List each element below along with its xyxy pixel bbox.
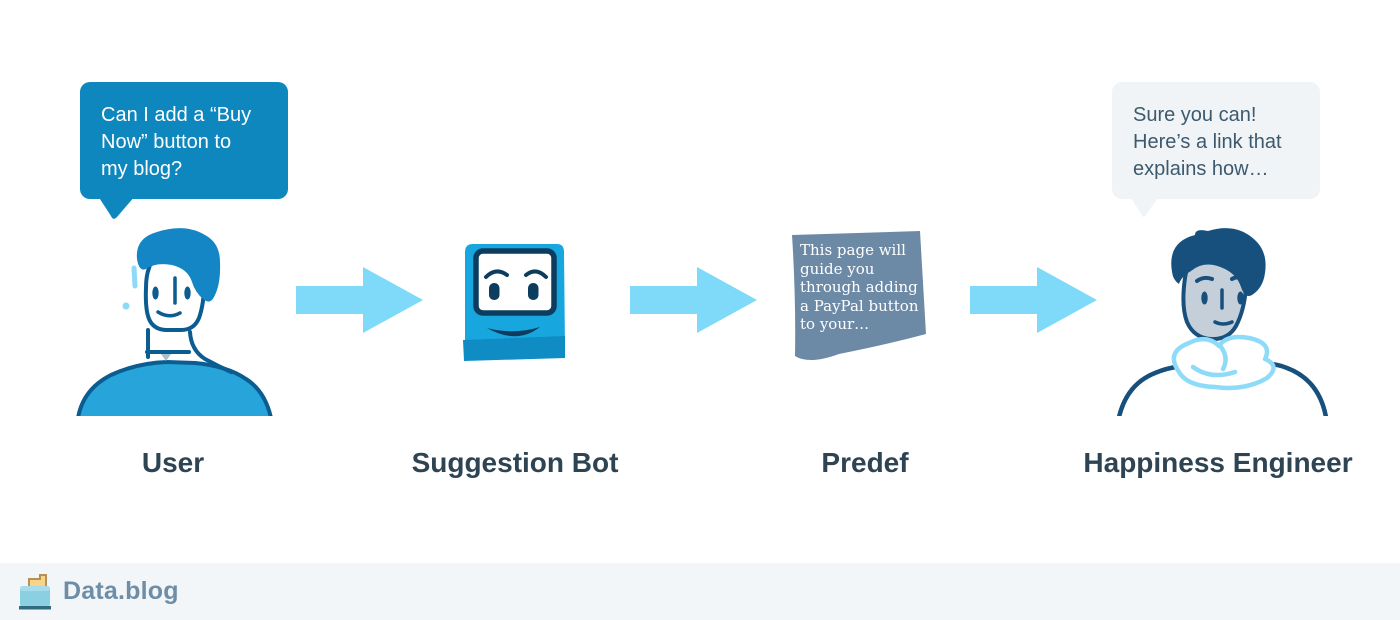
engineer-right-shoulder (1266, 361, 1329, 416)
user-shirt (76, 359, 273, 416)
label-happiness-engineer: Happiness Engineer (1083, 447, 1353, 478)
footer-bar: Data.blog (0, 563, 1400, 620)
engineer-bubble-tail (1130, 196, 1159, 217)
toaster-base (19, 605, 51, 609)
user-character-icon (76, 228, 273, 416)
flow-arrow-icon (630, 267, 757, 333)
flow-arrow-icon (970, 267, 1097, 333)
label-predef: Predef (821, 447, 909, 478)
engineer-speech-bubble: Sure you can! Here’s a link that explain… (1112, 82, 1320, 199)
user-bubble-tail (98, 196, 135, 219)
bot-screen (473, 248, 557, 316)
engineer-left-shoulder (1116, 364, 1180, 416)
toaster-body (20, 585, 50, 607)
robot-monitor-icon (463, 244, 565, 361)
engineer-character-icon (1116, 228, 1329, 416)
bot-base (463, 336, 565, 361)
label-suggestion-bot: Suggestion Bot (411, 447, 619, 478)
user-speech-text: Can I add a “Buy Now” button to my blog? (101, 104, 252, 180)
note-text: This page will guide you through adding … (800, 241, 919, 333)
toaster-icon (19, 573, 51, 609)
label-user: User (141, 447, 205, 478)
user-hair (136, 228, 221, 302)
footer-brand: Data.blog (63, 577, 179, 605)
user-speech-bubble: Can I add a “Buy Now” button to my blog? (80, 82, 288, 199)
note-page-icon (792, 231, 926, 361)
engineer-speech-text: Sure you can! Here’s a link that explain… (1133, 104, 1282, 180)
flow-arrow-icon (296, 267, 423, 333)
bot-smile (487, 327, 540, 337)
